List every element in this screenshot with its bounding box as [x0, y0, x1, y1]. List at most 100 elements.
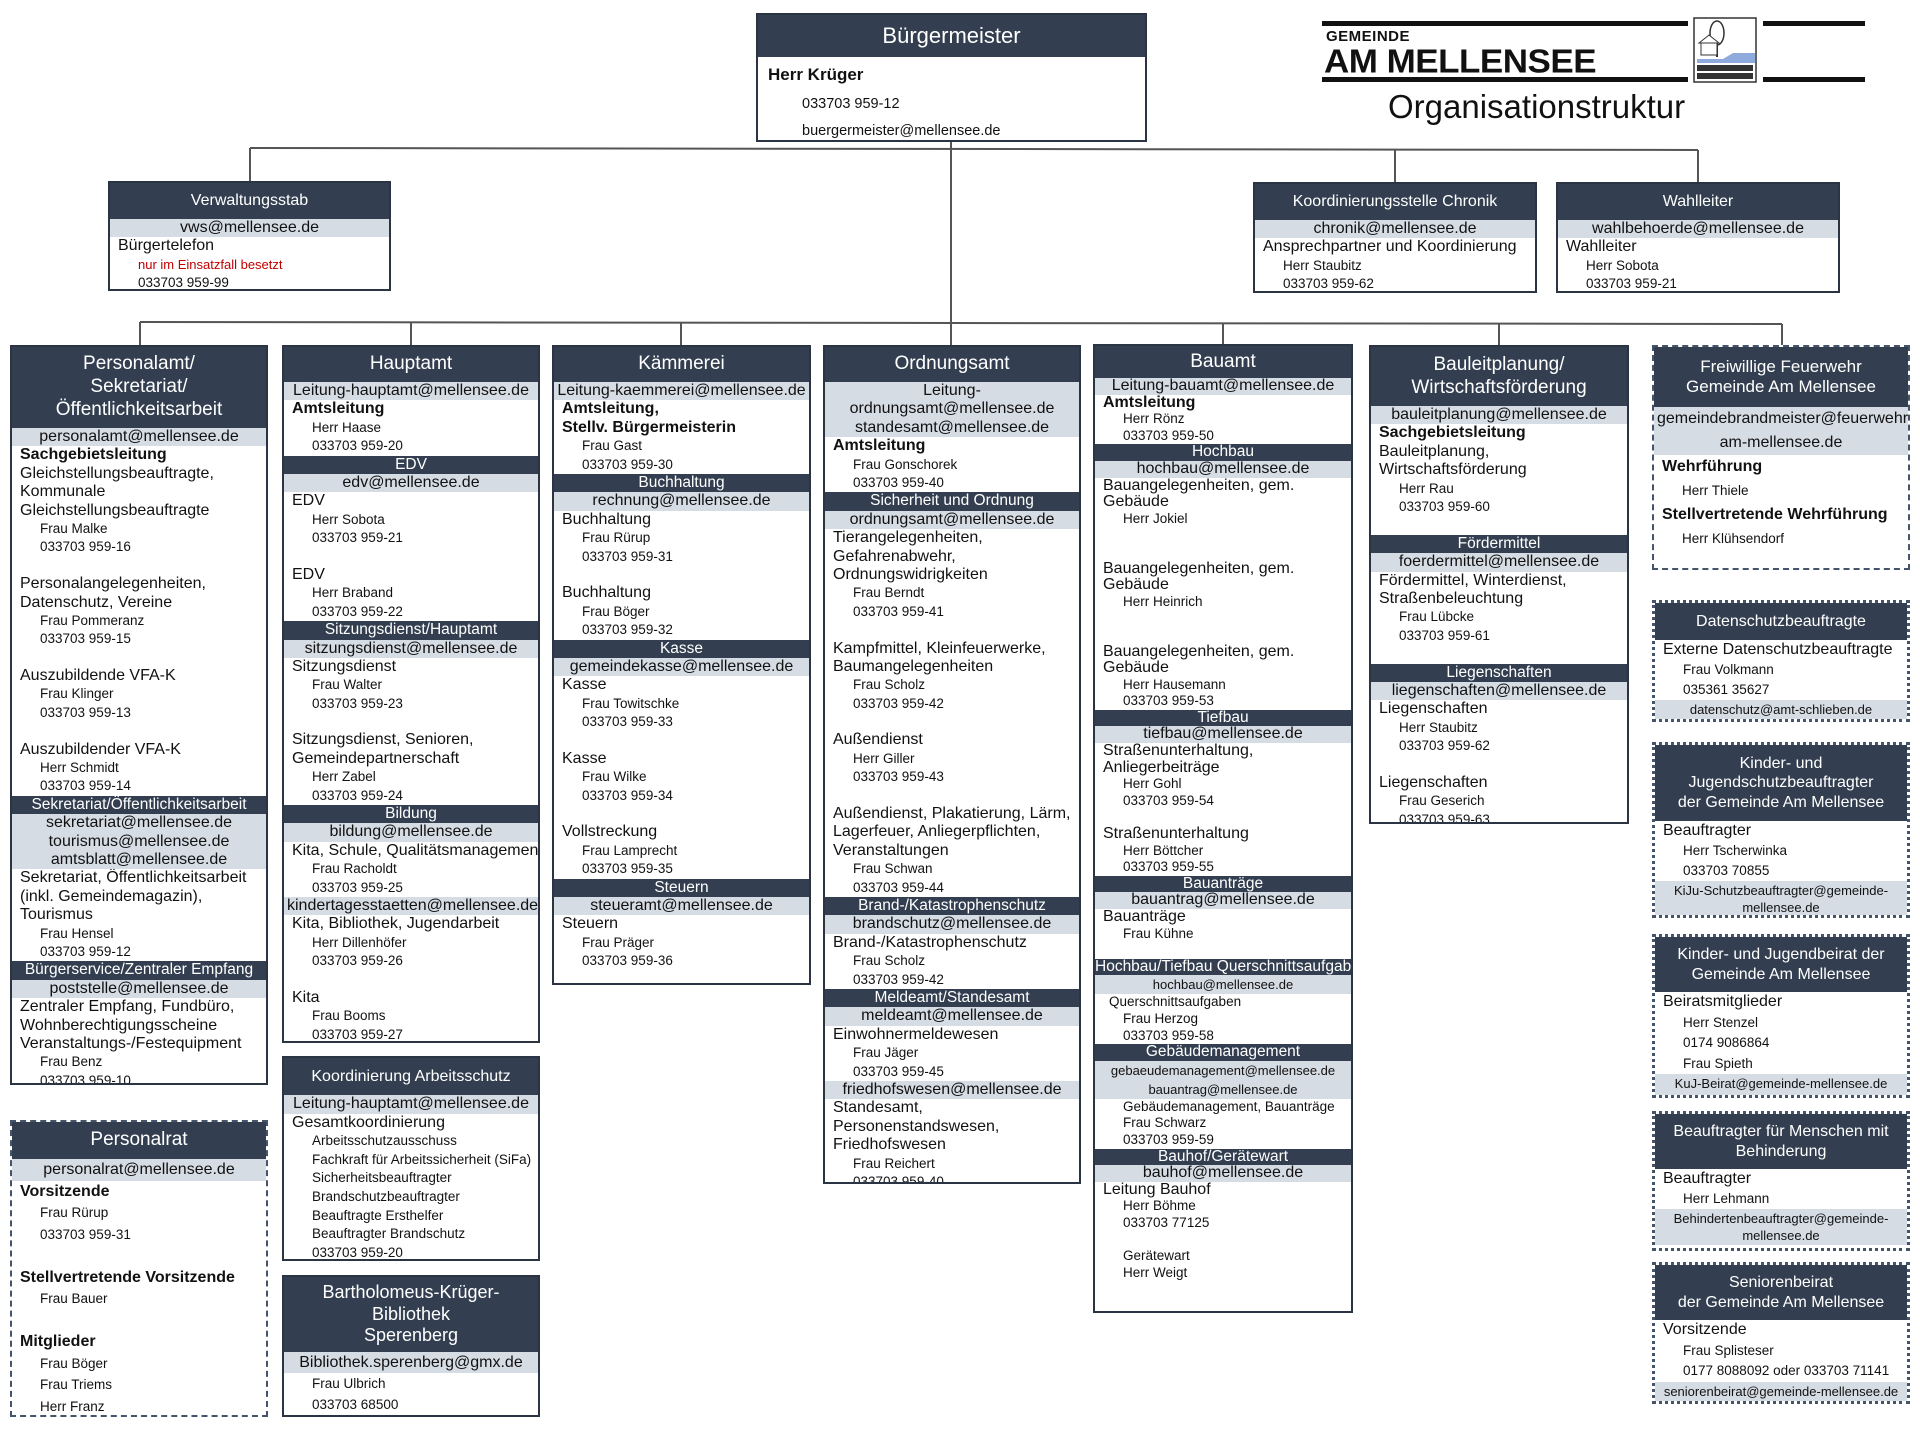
box-title: Datenschutzbeauftragte — [1655, 603, 1907, 640]
spacer — [12, 722, 266, 740]
spacer — [1095, 627, 1351, 644]
page-title: Organisationstruktur — [1388, 88, 1686, 125]
task-label: Gebäude — [1103, 660, 1169, 677]
email-address[interactable]: rechnung@mellensee.de — [554, 492, 809, 511]
box-title: Bartholomeus-Krüger- Bibliothek Sperenbe… — [284, 1277, 538, 1352]
email-address[interactable]: edv@mellensee.de — [284, 473, 538, 493]
email-address[interactable]: vws@mellensee.de — [110, 219, 389, 238]
person-detail: 033703 959-36 — [582, 953, 673, 969]
email-address[interactable]: meldeamt@mellensee.de — [825, 1007, 1079, 1026]
email-address[interactable]: bildung@mellensee.de — [284, 823, 538, 842]
email-address[interactable]: gemeindekasse@mellensee.de — [554, 657, 809, 677]
email-address[interactable]: friedhofswesen@mellensee.de — [825, 1080, 1079, 1100]
box-title: Kinder- und Jugendbeirat der Gemeinde Am… — [1655, 937, 1907, 992]
email-address[interactable]: gebaeudemanagement@mellensee.de — [1095, 1060, 1351, 1080]
person-detail: Herr Weigt — [1123, 1264, 1188, 1280]
person-detail: 0174 9086864 — [1683, 1035, 1770, 1050]
kuj-box: Kinder- und Jugendbeirat der Gemeinde Am… — [1652, 934, 1910, 1098]
box-title: Hauptamt — [284, 347, 538, 382]
municipality-logo: GEMEINDE AM MELLENSEE — [1322, 17, 1865, 83]
person-detail: 0177 8088092 oder 033703 71141 — [1683, 1363, 1890, 1378]
role-label: Vorsitzende — [20, 1182, 110, 1200]
person-detail: Gerätewart — [1123, 1248, 1190, 1264]
email-address[interactable]: standesamt@mellensee.de — [825, 418, 1079, 438]
spacer — [554, 805, 809, 823]
email-address[interactable]: Leitung-hauptamt@mellensee.de — [284, 1095, 538, 1114]
email-address[interactable]: bauhof@mellensee.de — [1095, 1165, 1351, 1182]
person-detail: 033703 959-40 — [853, 1173, 944, 1184]
email-address[interactable]: gemeindebrandmeister@feuerwehr-am-mellen… — [1654, 407, 1908, 455]
section-heading: Tiefbau — [1095, 709, 1351, 727]
task-label: Außendienst, Plakatierung, Lärm, — [833, 805, 1071, 823]
email-address[interactable]: seniorenbeirat@gemeinde-mellensee.de — [1655, 1381, 1907, 1401]
section-heading: Fördermittel — [1371, 534, 1627, 554]
email-address[interactable]: steueramt@mellensee.de — [554, 896, 809, 916]
person-detail: 033703 959-12 — [40, 944, 131, 959]
box-title: Beauftragter für Menschen mit Behinderun… — [1655, 1114, 1907, 1169]
kiju-box: Kinder- und Jugendschutzbeauftragter der… — [1652, 742, 1910, 918]
task-label: Tierangelegenheiten, — [833, 529, 983, 547]
email-address[interactable]: personalrat@mellensee.de — [12, 1159, 266, 1181]
email-address[interactable]: bauantrag@mellensee.de — [1095, 892, 1351, 909]
email-address[interactable]: Bibliothek.sperenberg@gmx.de — [284, 1352, 538, 1373]
email-address[interactable]: tourismus@mellensee.de — [12, 832, 266, 852]
task-label: Zentraler Empfang, Fundbüro, — [20, 998, 235, 1016]
email-address[interactable]: chronik@mellensee.de — [1255, 220, 1535, 239]
person-detail: Beauftragter Brandschutz — [312, 1226, 466, 1242]
section-heading: Sitzungsdienst/Hauptamt — [284, 621, 538, 640]
email-address[interactable]: datenschutz@amt-schlieben.de — [1655, 700, 1907, 719]
email-address[interactable]: wahlbehoerde@mellensee.de — [1558, 220, 1838, 239]
person-detail: Frau Berndt — [853, 585, 925, 601]
buergermeister-email[interactable]: buergermeister@mellensee.de — [802, 123, 1001, 139]
person-detail: Herr Giller — [853, 750, 915, 766]
email-address[interactable]: sitzungsdienst@mellensee.de — [284, 639, 538, 658]
email-address[interactable]: Leitung-hauptamt@mellensee.de — [284, 382, 538, 401]
box-title: Wahlleiter — [1558, 184, 1838, 220]
email-address[interactable]: tiefbau@mellensee.de — [1095, 726, 1351, 744]
email-address[interactable]: KuJ-Beirat@gemeinde-mellensee.de — [1655, 1074, 1907, 1095]
email-address[interactable]: brandschutz@mellensee.de — [825, 915, 1079, 934]
person-detail: Fachkraft für Arbeitssicherheit (SiFa) — [312, 1151, 532, 1167]
person-detail: Herr Zabel — [312, 769, 376, 785]
email-address[interactable]: foerdermittel@mellensee.de — [1371, 553, 1627, 572]
email-address[interactable]: bauantrag@mellensee.de — [1095, 1079, 1351, 1099]
email-address[interactable]: bauleitplanung@mellensee.de — [1371, 406, 1627, 425]
person-detail: Frau Präger — [582, 934, 655, 950]
person-detail: Herr Stenzel — [1683, 1014, 1759, 1030]
email-address[interactable]: personalamt@mellensee.de — [12, 428, 266, 447]
person-detail: Frau Ulbrich — [312, 1376, 386, 1391]
person-detail: 033703 959-53 — [1123, 693, 1214, 709]
email-address[interactable]: hochbau@mellensee.de — [1095, 460, 1351, 478]
box-title: Ordnungsamt — [825, 347, 1079, 382]
task-label: Baumangelegenheiten — [833, 657, 994, 675]
email-address[interactable]: amtsblatt@mellensee.de — [12, 851, 266, 870]
person-detail: Herr Rau — [1399, 480, 1454, 496]
email-address[interactable]: liegenschaften@mellensee.de — [1371, 681, 1627, 701]
email-address[interactable]: Leitung-bauamt@mellensee.de — [1095, 378, 1351, 395]
person-detail: 033703 959-42 — [853, 695, 944, 711]
box-title: Freiwillige Feuerwehr Gemeinde Am Mellen… — [1654, 347, 1908, 407]
logo-name-text: AM MELLENSEE — [1324, 43, 1597, 81]
task-label: Brand-/Katastrophenschutz — [833, 933, 1027, 951]
task-label: Einwohnermeldewesen — [833, 1025, 999, 1043]
email-address[interactable]: Behindertenbeauftragter@gemeinde-mellens… — [1655, 1209, 1907, 1245]
task-label: Gebäude — [1103, 494, 1169, 511]
person-detail: Frau Splisteser — [1683, 1342, 1774, 1358]
email-address[interactable]: KiJu-Schutzbeauftragter@gemeinde-mellens… — [1655, 881, 1907, 915]
email-address[interactable]: hochbau@mellensee.de — [1095, 975, 1351, 995]
email-address[interactable]: kindertagesstaetten@mellensee.de — [284, 897, 538, 916]
email-address[interactable]: poststelle@mellensee.de — [12, 979, 266, 999]
person-detail: 033703 959-99 — [138, 275, 229, 291]
email-address[interactable]: ordnungsamt@mellensee.de — [825, 510, 1079, 530]
person-detail: Herr Jokiel — [1123, 510, 1188, 526]
task-label: Vorsitzende — [1663, 1321, 1747, 1338]
task-label: Veranstaltungs-/Festequipment — [20, 1034, 242, 1052]
email-address[interactable]: sekretariat@mellensee.de — [12, 814, 266, 833]
person-detail: 033703 959-22 — [312, 603, 403, 619]
task-label: Sitzungsdienst, Senioren, — [292, 731, 474, 749]
email-address[interactable]: Leitung-kaemmerei@mellensee.de — [554, 382, 809, 401]
email-address[interactable]: Leitung-ordnungsamt@mellensee.de — [825, 382, 1079, 419]
